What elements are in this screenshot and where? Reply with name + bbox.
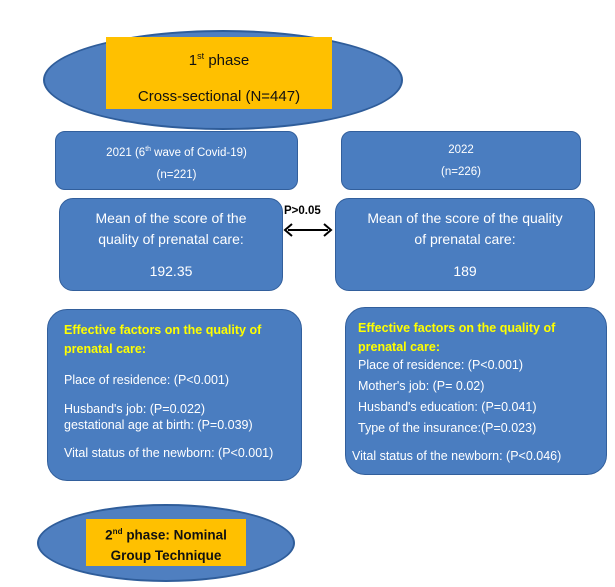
factors-2022-heading-2: prenatal care: [358, 340, 440, 354]
mean-2021-line1: Mean of the score of the [95, 210, 247, 226]
phase2-label-line1: 2nd phase: Nominal [105, 527, 227, 543]
factors-2022-heading-1: Effective factors on the quality of [358, 321, 556, 335]
mean-2021-value: 192.35 [149, 263, 193, 279]
factors-2021-heading-2: prenatal care: [64, 342, 146, 356]
phase1-label: 1st phase [188, 51, 250, 69]
phase2-label-box: 2nd phase: Nominal Group Technique [86, 519, 246, 566]
phase1-label-box: 1st phase Cross-sectional (N=447) [106, 37, 332, 109]
mean-2022-value: 189 [453, 263, 477, 279]
factors-2022-item: Type of the insurance:(P=0.023) [358, 421, 537, 435]
group-2021-title: 2021 (6th wave of Covid-19) [106, 146, 247, 159]
factors-2021-item: Vital status of the newborn: (P<0.001) [64, 446, 274, 460]
mean-2022-line2: of prenatal care: [414, 231, 516, 247]
factors-2022-item: Vital status of the newborn: (P<0.046) [352, 449, 562, 463]
factors-2022-item: Husband's education: (P=0.041) [358, 400, 537, 414]
phase1-design: Cross-sectional (N=447) [137, 88, 301, 105]
group-2022-n: (n=226) [441, 166, 481, 178]
group-2022-box: 2022 (n=226) [341, 131, 581, 190]
factors-2021-item: Husband's job: (P=0.022) [64, 402, 206, 416]
factors-2022-item: Place of residence: (P<0.001) [358, 358, 524, 372]
factors-2021-box: Effective factors on the quality of pren… [47, 309, 302, 481]
phase2-label-line2: Group Technique [110, 547, 222, 563]
mean-2021-line2: quality of prenatal care: [98, 231, 244, 247]
group-2022-title: 2022 [448, 144, 474, 156]
factors-2021-item: gestational age at birth: (P=0.039) [64, 418, 253, 432]
mean-2022-line1: Mean of the score of the quality [367, 210, 563, 226]
double-arrow-icon [283, 223, 333, 237]
factors-2021-heading-1: Effective factors on the quality of [64, 323, 262, 337]
p-value-label: P>0.05 [284, 205, 321, 217]
mean-2021-box: Mean of the score of the quality of pren… [59, 198, 283, 291]
mean-2022-box: Mean of the score of the quality of pren… [335, 198, 595, 291]
factors-2022-item: Mother's job: (P= 0.02) [358, 379, 485, 393]
factors-2022-box: Effective factors on the quality of pren… [345, 307, 607, 475]
group-2021-n: (n=221) [156, 168, 197, 181]
group-2021-box: 2021 (6th wave of Covid-19) (n=221) [55, 131, 298, 190]
factors-2021-item: Place of residence: (P<0.001) [64, 373, 230, 387]
